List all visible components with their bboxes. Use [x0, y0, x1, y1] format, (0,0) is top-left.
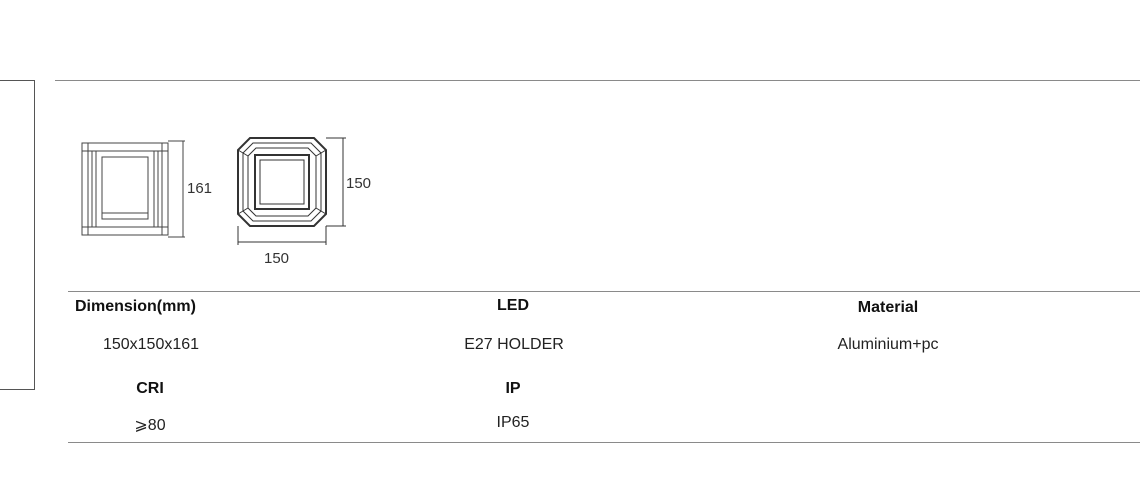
- ip-value: IP65: [496, 414, 530, 431]
- front-view-drawing: [237, 137, 346, 245]
- material-label: Material: [857, 299, 919, 316]
- side-height-label: 161: [187, 180, 212, 197]
- led-value: E27 HOLDER: [464, 336, 564, 353]
- dimension-value: 150x150x161: [102, 336, 200, 353]
- material-value: Aluminium+pc: [837, 336, 939, 353]
- dimension-label: Dimension(mm): [75, 298, 196, 315]
- top-divider: [55, 80, 1140, 81]
- left-panel-frame: [0, 80, 35, 390]
- product-dimension-drawings: 161 150 150: [70, 125, 400, 275]
- cri-value: ⩾80: [134, 417, 166, 434]
- dimension-drawing-svg: 161 150 150: [81, 137, 371, 267]
- side-view-drawing: [81, 140, 185, 238]
- led-label: LED: [497, 297, 529, 314]
- specs-bottom-divider: [68, 442, 1140, 443]
- ip-label: IP: [505, 380, 521, 397]
- specs-top-divider: [68, 291, 1140, 292]
- cri-label: CRI: [136, 380, 164, 397]
- front-width-label: 150: [264, 250, 289, 267]
- front-height-label: 150: [346, 175, 371, 192]
